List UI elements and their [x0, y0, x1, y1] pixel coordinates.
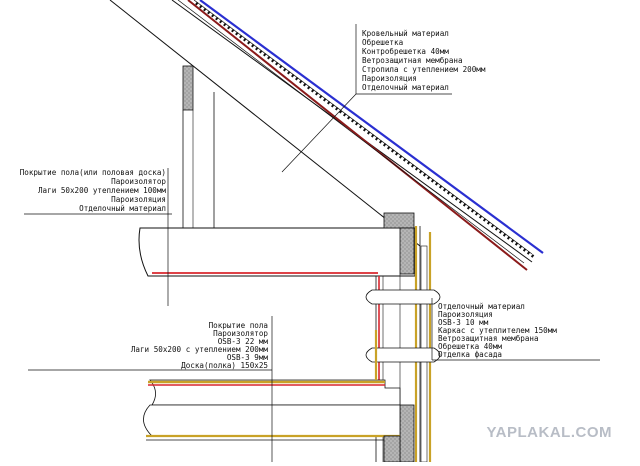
floor-support-block: [383, 435, 401, 463]
roof-assembly: [109, 0, 544, 271]
attic-floor-callout: Покрытие пола(или половая доска) Пароизо…: [20, 168, 167, 213]
rafter-bottom-edge: [109, 0, 421, 247]
wall-break-upper: [365, 289, 441, 305]
attic-callout-line-1: Покрытие пола(или половая доска): [20, 168, 166, 177]
attic-callout-line-5: Отделочный материал: [79, 204, 166, 213]
watermark: YAPLAKAL.COM: [487, 424, 612, 441]
roof-callout: Кровельный материал Обрешетка Контробреш…: [362, 29, 486, 92]
roofing-material-line: [199, 0, 544, 254]
wall-frame-block-lower: [399, 404, 415, 463]
knee-wall: [182, 65, 215, 228]
wall-callout-line-2: Пароизоляция: [438, 310, 493, 319]
wall-callout: Отделочный материал Пароизоляция OSB-3 1…: [438, 302, 557, 359]
wall-callout-line-3: OSB-3 10 мм: [438, 318, 489, 327]
floor-callout-line-2: Пароизолятор: [213, 329, 268, 338]
roof-callout-line-1: Кровельный материал: [362, 29, 449, 38]
roof-callout-line-6: Пароизоляция: [362, 74, 417, 83]
floor-callout-line-6: Доска(полка) 150х25: [181, 361, 268, 370]
rafter-finish-line: [177, 0, 525, 264]
wind-membrane-line: [187, 0, 528, 271]
floor-upper-part: [149, 379, 401, 406]
floor-callout-line-1: Покрытие пола: [209, 321, 268, 330]
knee-wall-top-block: [182, 65, 194, 111]
attic-callout-line-4: Пароизоляция: [111, 195, 166, 204]
wall-callout-line-7: Отделка фасада: [438, 350, 502, 359]
batten-hatch: [195, 1, 535, 259]
floor-callout-line-3: OSB-3 22 мм: [218, 337, 269, 346]
roof-callout-line-3: Контробрешетка 40мм: [362, 47, 449, 56]
wall-callout-line-5: Ветрозащитная мембрана: [438, 334, 539, 343]
roof-leader-arrow: [281, 93, 357, 173]
floor-callout: Покрытие пола Пароизолятор OSB-3 22 мм Л…: [131, 321, 269, 370]
roof-callout-line-2: Обрешетка: [362, 38, 403, 47]
attic-callout-line-3: Лаги 50х200 утеплением 100мм: [38, 186, 166, 195]
batten-edge: [193, 0, 533, 255]
floor-callout-line-5: OSB-3 9мм: [227, 353, 269, 362]
attic-callout-line-2: Пароизолятор: [111, 177, 166, 186]
roof-callout-line-4: Ветрозащитная мембрана: [362, 56, 463, 65]
attic-floor-slab: [138, 227, 416, 277]
wall-callout-line-6: Обрешетка 40мм: [438, 342, 502, 351]
attic-floor: [138, 227, 416, 277]
floor-callout-line-4: Лаги 50х200 с утеплением 200мм: [131, 345, 269, 354]
wall-frame-block-upper: [399, 227, 415, 275]
wall-callout-line-4: Каркас с утеплителем 150мм: [438, 326, 557, 335]
wall-break-lower: [365, 347, 441, 363]
roof-callout-line-5: Стропила с утеплением 200мм: [362, 65, 486, 74]
wall-callout-line-1: Отделочный материал: [438, 302, 525, 311]
top-plate-block: [383, 212, 415, 229]
leader-lines: [24, 24, 600, 462]
roof-callout-line-7: Отделочный материал: [362, 83, 449, 92]
